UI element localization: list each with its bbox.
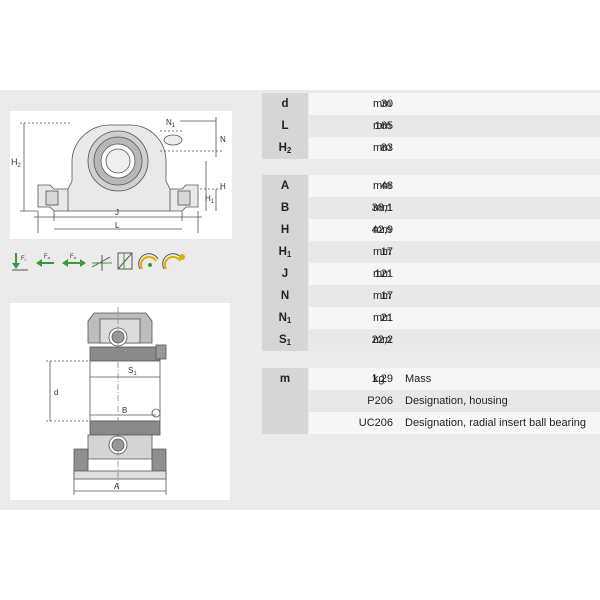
spec-value: 83 (380, 142, 393, 154)
spec-symbol: H1 (262, 241, 308, 263)
housing-front-view-drawing: H2 N1 N H H1 J L (10, 111, 232, 239)
spec-value: 17 (380, 290, 393, 302)
spec-unit: mm (373, 290, 392, 302)
spec-value: 21 (380, 312, 393, 324)
seal-icon (138, 253, 159, 270)
spec-unit: mm (373, 142, 392, 154)
dim-n-label: N (220, 135, 226, 144)
spec-unit: mm (373, 246, 392, 258)
spec-unit: mm (373, 120, 392, 132)
spec-value: UC206 (358, 417, 393, 429)
dim-d-label: d (54, 388, 58, 397)
dim-s1-label: S1 (128, 366, 137, 377)
relubrication-icon (162, 253, 185, 270)
spec-unit: mm (373, 98, 392, 110)
spec-symbol: d (262, 93, 308, 115)
housing-section-view-svg: S1 d B A (46, 307, 167, 495)
spec-symbol: S1 (262, 329, 308, 351)
spec-symbol (262, 412, 308, 434)
tilt-icon (117, 252, 133, 270)
spec-symbol: H2 (262, 137, 308, 159)
axial-load-left-icon: Fa (36, 254, 54, 267)
spec-unit: mm (373, 224, 392, 236)
misalignment-icon (91, 255, 112, 271)
dim-b-label: B (122, 406, 127, 415)
dim-j-label: J (115, 208, 119, 217)
spec-row: UC206 Designation, radial insert ball bea… (262, 412, 600, 434)
spec-description: Mass (405, 373, 432, 385)
spec-symbol: L (262, 115, 308, 137)
dim-l-label: L (115, 221, 120, 230)
spec-value: 165 (374, 120, 393, 132)
spec-symbol: N1 (262, 307, 308, 329)
dim-n1-label: N1 (166, 118, 176, 129)
spec-symbol: m (262, 368, 308, 390)
spec-symbol: A (262, 175, 308, 197)
spec-symbol: H (262, 219, 308, 241)
spec-value: P206 (367, 395, 393, 407)
spec-unit: mm (373, 312, 392, 324)
spec-value: 121 (374, 268, 393, 280)
spec-value: 38,1 (371, 202, 393, 214)
spec-description: Designation, radial insert ball bearing (405, 417, 586, 429)
dim-h-label: H (220, 182, 226, 191)
spec-description: Designation, housing (405, 395, 508, 407)
spec-unit: mm (373, 268, 392, 280)
spec-symbol: N (262, 285, 308, 307)
dim-a-label: A (114, 482, 120, 491)
spec-value: 22,2 (371, 334, 393, 346)
spec-unit: mm (373, 202, 392, 214)
spec-value: 17 (380, 246, 393, 258)
svg-text:Fr: Fr (21, 256, 27, 262)
spec-unit: kg (373, 373, 385, 385)
spec-symbol (262, 390, 308, 412)
dim-h2-label: H2 (11, 157, 22, 169)
spec-value: 30 (380, 98, 393, 110)
spec-unit: mm (373, 334, 392, 346)
spec-value: 48 (380, 180, 393, 192)
housing-front-view-svg: H2 N1 N H H1 J L (11, 117, 226, 233)
spec-value: 42,9 (371, 224, 393, 236)
svg-text:Fa: Fa (44, 254, 51, 260)
radial-load-icon: Fr (12, 253, 28, 271)
load-characteristics-icons: Fr Fa Fa (10, 249, 190, 273)
spec-value: 1,29 (371, 373, 393, 385)
spec-symbol: B (262, 197, 308, 219)
housing-section-view-drawing: S1 d B A (10, 303, 230, 500)
svg-text:Fa: Fa (70, 254, 77, 260)
spec-row: P206 Designation, housing (262, 390, 600, 412)
axial-load-both-icon: Fa (62, 254, 86, 267)
spec-symbol: J (262, 263, 308, 285)
spec-unit: mm (373, 180, 392, 192)
dim-h1-label: H1 (205, 194, 215, 205)
